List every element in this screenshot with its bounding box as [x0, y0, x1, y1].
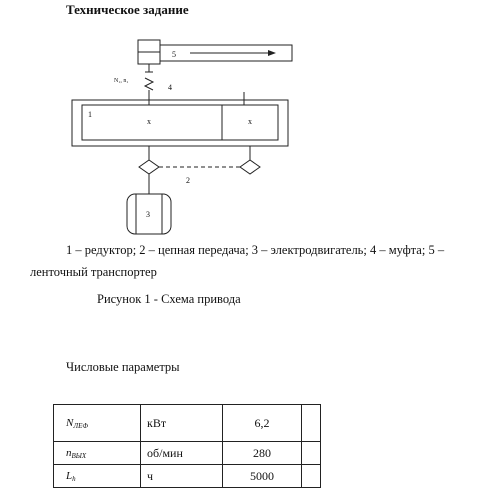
- label-coupling: 4: [168, 83, 172, 92]
- caption-line-1: 1 – редуктор; 2 – цепная передача; 3 – э…: [66, 243, 445, 257]
- parameters-table: NЛЕФ кВт 6,2 nВЫХ об/мин 280 Lh ч 5000: [53, 404, 321, 488]
- param-value: 280: [222, 441, 302, 465]
- label-conveyor: 5: [172, 50, 176, 59]
- table-row: NЛЕФ кВт 6,2: [53, 404, 321, 442]
- document-title: Техническое задание: [66, 2, 189, 17]
- param-symbol: Lh: [53, 464, 141, 488]
- electric-motor: [126, 193, 172, 235]
- caption-line-2: ленточный транспортер: [30, 265, 157, 279]
- param-unit: об/мин: [140, 441, 223, 465]
- table-row: Lh ч 5000: [53, 464, 321, 488]
- drive-scheme-diagram: 5 4 N₁, n₁ 1 x x 2 3: [71, 39, 293, 235]
- params-heading: Числовые параметры: [66, 360, 180, 374]
- param-empty-cell: [301, 464, 321, 488]
- param-empty-cell: [301, 404, 321, 442]
- sprocket-left: [138, 159, 160, 175]
- coupling-symbol: [143, 77, 155, 91]
- reducer-housing: [71, 99, 289, 147]
- label-motor: 3: [146, 210, 150, 219]
- param-unit: ч: [140, 464, 223, 488]
- reducer-inner: [81, 104, 279, 141]
- param-symbol: nВЫХ: [53, 441, 141, 465]
- arrow-head-icon: [268, 50, 276, 56]
- param-symbol: NЛЕФ: [53, 404, 141, 442]
- param-empty-cell: [301, 441, 321, 465]
- table-row: nВЫХ об/мин 280: [53, 441, 321, 465]
- shaft-mark-left: x: [147, 117, 151, 126]
- shaft-mark-right: x: [248, 117, 252, 126]
- label-n1: N₁, n₁: [114, 78, 129, 84]
- param-value: 6,2: [222, 404, 302, 442]
- sprocket-right: [239, 159, 261, 175]
- figure-label: Рисунок 1 - Схема привода: [97, 292, 241, 306]
- label-reducer: 1: [88, 110, 92, 119]
- conveyor-belt: [159, 44, 293, 62]
- param-value: 5000: [222, 464, 302, 488]
- label-chain: 2: [186, 176, 190, 185]
- param-unit: кВт: [140, 404, 223, 442]
